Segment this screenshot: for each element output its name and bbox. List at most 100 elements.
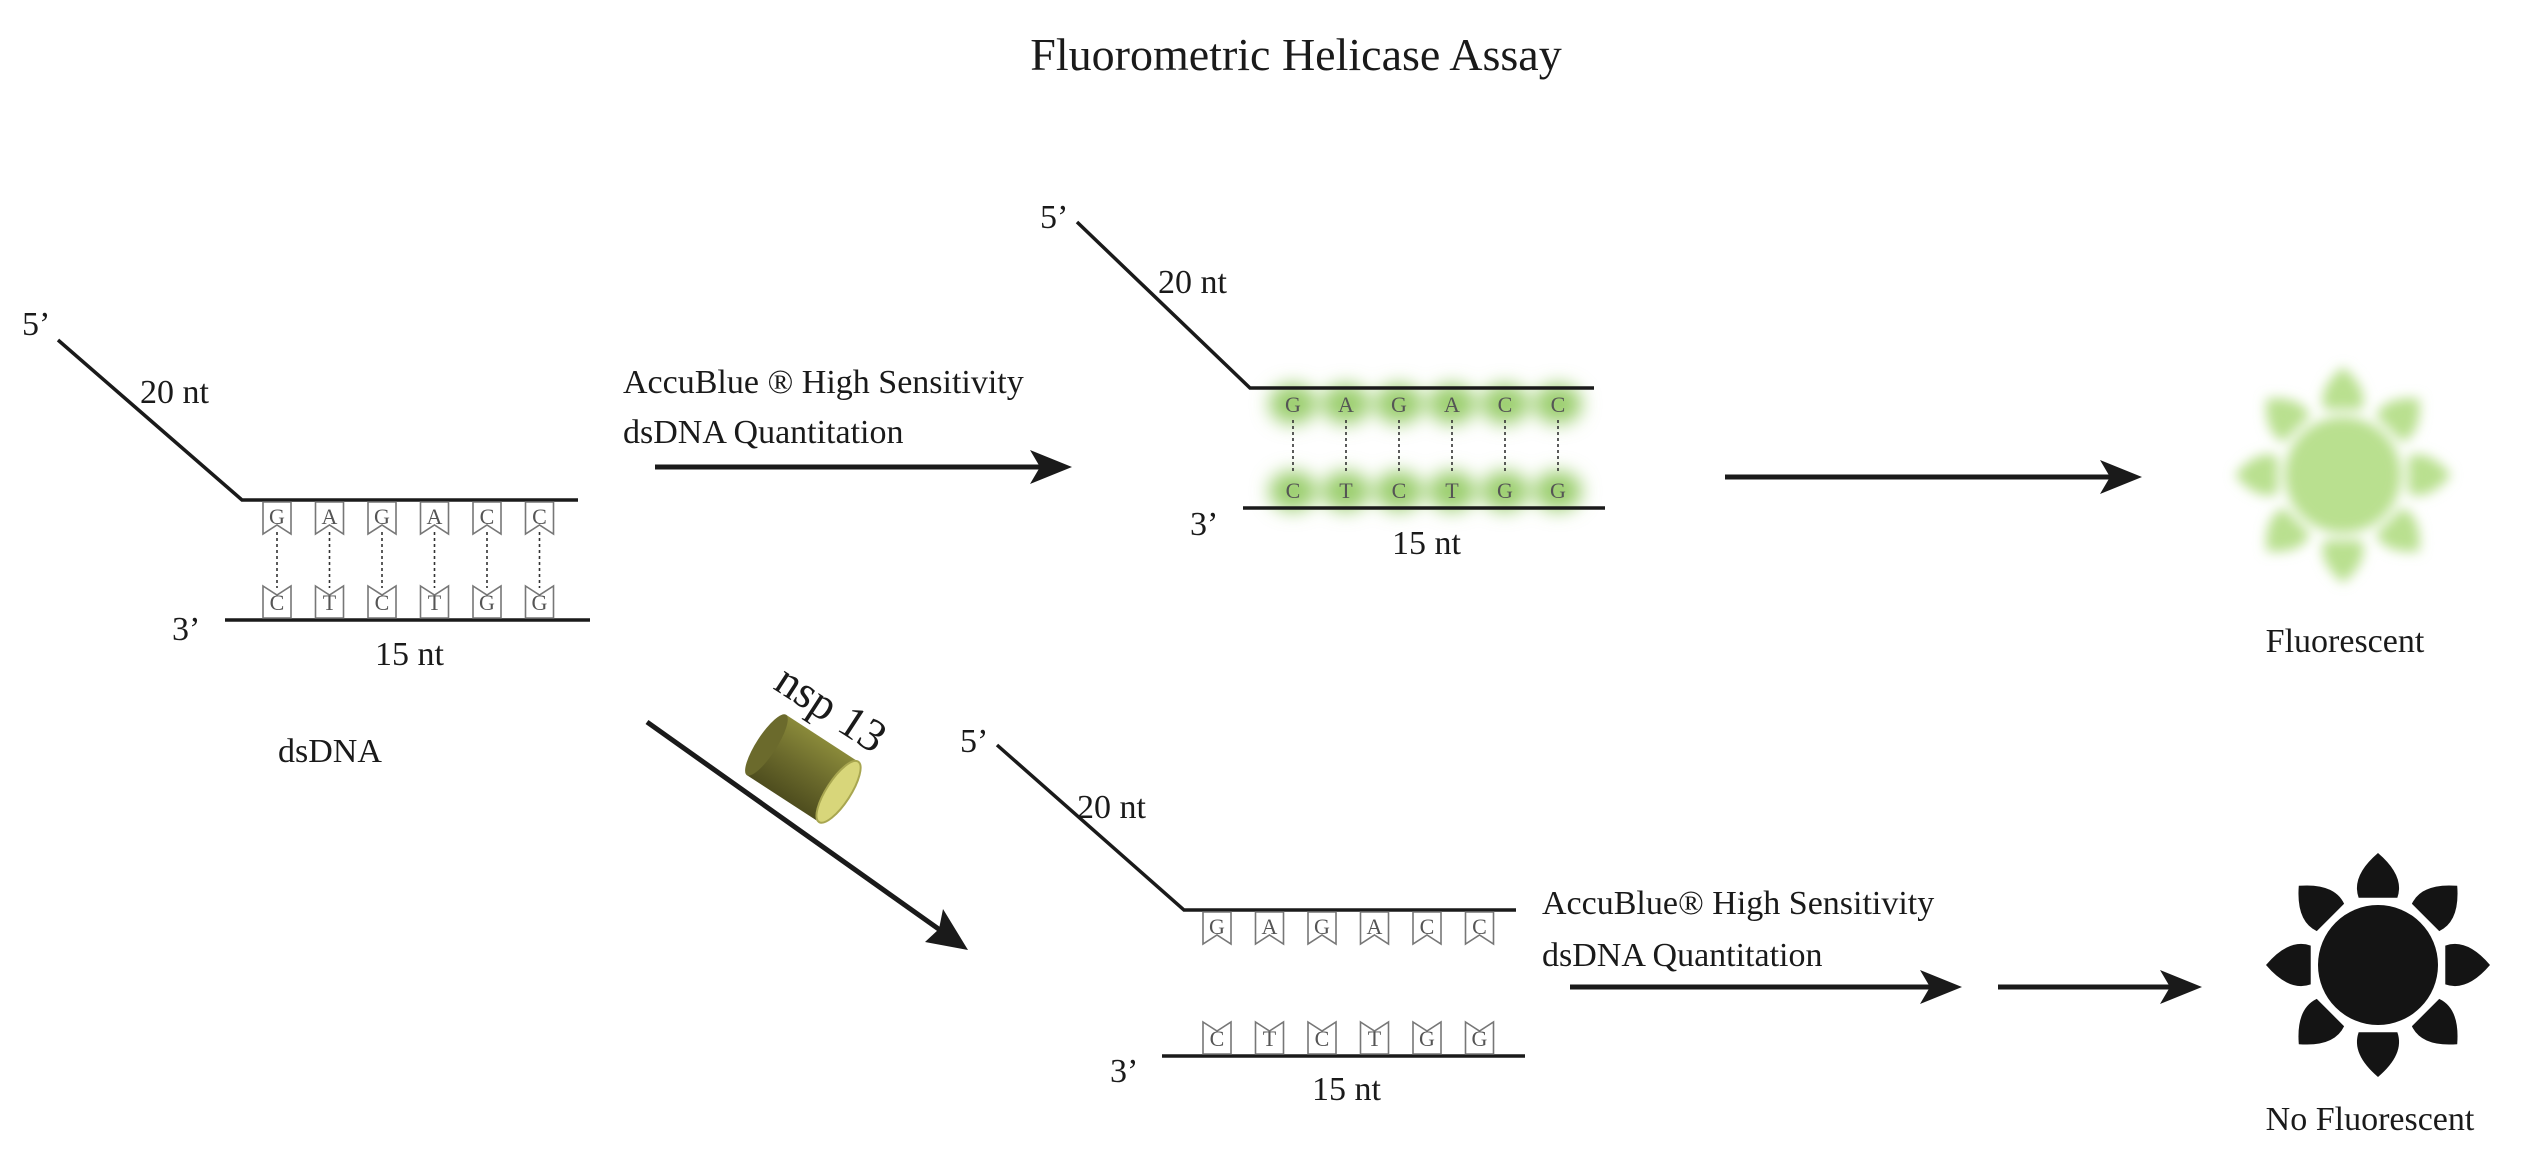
svg-text:G: G bbox=[269, 504, 285, 529]
figure-title: Fluorometric Helicase Assay bbox=[1030, 29, 1561, 80]
input-bottom-base-6: G bbox=[524, 584, 555, 619]
svg-text:A: A bbox=[427, 504, 443, 529]
input-base-pairs: G A G A C C C T C T G G bbox=[262, 501, 555, 619]
input-top-base-5: C bbox=[472, 501, 502, 536]
top-reagent-line1: AccuBlue ® High Sensitivity bbox=[623, 364, 1024, 401]
top-glow-top-6 bbox=[1534, 384, 1582, 424]
top-glow-top-2 bbox=[1322, 384, 1370, 424]
bottom-bottom-base-2: T bbox=[1254, 1020, 1285, 1055]
input-3prime-label: 3’ bbox=[172, 611, 200, 648]
bottom-top-strand bbox=[995, 743, 1516, 912]
bottom-duplex-label: 15 nt bbox=[1312, 1071, 1382, 1108]
input-bottom-base-1: C bbox=[262, 584, 292, 619]
svg-text:C: C bbox=[480, 504, 495, 529]
bottom-bottom-base-3: C bbox=[1307, 1020, 1337, 1055]
top-glow-top-1 bbox=[1269, 384, 1317, 424]
bright-sun-ray-7 bbox=[2235, 454, 2278, 496]
input-duplex-label: 15 nt bbox=[375, 636, 445, 673]
svg-text:G: G bbox=[1419, 1026, 1435, 1051]
bottom-top-base-2: A bbox=[1254, 911, 1285, 946]
input-top-base-3: G bbox=[367, 501, 397, 536]
top-glow-top-4 bbox=[1428, 384, 1476, 424]
top-bottom-base-2: T bbox=[1339, 478, 1353, 503]
svg-text:C: C bbox=[270, 590, 285, 615]
top-bottom-base-6: G bbox=[1550, 478, 1566, 503]
dye-glow bbox=[1269, 384, 1582, 511]
input-bottom-base-5: G bbox=[472, 584, 502, 619]
svg-text:T: T bbox=[428, 590, 442, 615]
top-top-base-2: A bbox=[1338, 392, 1354, 417]
svg-text:C: C bbox=[1210, 1026, 1225, 1051]
bottom-top-base-3: G bbox=[1307, 911, 1337, 946]
bottom-top-base-4: A bbox=[1359, 911, 1390, 946]
bright-sun-ray-1 bbox=[2322, 367, 2364, 410]
svg-text:A: A bbox=[1367, 914, 1383, 939]
bottom-bottom-base-4: T bbox=[1359, 1020, 1390, 1055]
svg-text:G: G bbox=[1209, 914, 1225, 939]
bright-sun-ray-6 bbox=[2266, 507, 2311, 552]
svg-text:T: T bbox=[1263, 1026, 1277, 1051]
svg-text:G: G bbox=[1472, 1026, 1488, 1051]
enzyme-cylinder-icon bbox=[745, 714, 862, 824]
bottom-reagent-line2: dsDNA Quantitation bbox=[1542, 937, 1822, 974]
top-top-base-3: G bbox=[1391, 392, 1407, 417]
top-top-base-6: C bbox=[1551, 392, 1566, 417]
input-top-base-4: A bbox=[419, 501, 450, 536]
svg-text:G: G bbox=[532, 590, 548, 615]
top-bottom-base-4: T bbox=[1445, 478, 1459, 503]
svg-text:T: T bbox=[1368, 1026, 1382, 1051]
input-dsdna-label: dsDNA bbox=[278, 733, 382, 770]
input-top-base-6: C bbox=[524, 501, 555, 536]
dark-sun-ray-5 bbox=[2356, 1032, 2400, 1077]
svg-text:A: A bbox=[322, 504, 338, 529]
top-bottom-base-5: G bbox=[1497, 478, 1513, 503]
arrow-to-top-panel bbox=[655, 450, 1072, 484]
arrow-bottom-2 bbox=[1998, 970, 2202, 1004]
bottom-top-base-5: C bbox=[1412, 911, 1442, 946]
top-5prime-label: 5’ bbox=[1040, 199, 1068, 236]
bright-sun-ray-2 bbox=[2375, 398, 2420, 443]
bright-sun-ray-5 bbox=[2322, 540, 2364, 583]
input-dsdna: G A G A C C C T C T G G 5’ 3’ 20 nt 15 nt dsDNA bbox=[22, 306, 590, 770]
top-glow-bottom-1 bbox=[1269, 471, 1317, 511]
bright-sun-ray-8 bbox=[2266, 398, 2311, 443]
input-top-base-2: A bbox=[314, 501, 345, 536]
dark-sun-ray-1 bbox=[2356, 853, 2400, 898]
input-overhang-label: 20 nt bbox=[140, 374, 210, 411]
bottom-bottom-base-5: G bbox=[1412, 1020, 1442, 1055]
svg-text:C: C bbox=[1315, 1026, 1330, 1051]
bottom-5prime-label: 5’ bbox=[960, 723, 988, 760]
top-glow-bottom-2 bbox=[1322, 471, 1370, 511]
dark-sun-ray-4 bbox=[2411, 998, 2458, 1045]
no-fluorescent-sun-icon bbox=[2266, 853, 2490, 1077]
bright-sun-ray-4 bbox=[2375, 507, 2420, 552]
input-bottom-base-2: T bbox=[314, 584, 345, 619]
top-bottom-base-3: C bbox=[1392, 478, 1407, 503]
top-glow-bottom-6 bbox=[1534, 471, 1582, 511]
dark-sun-ray-7 bbox=[2266, 943, 2311, 987]
dark-sun-core bbox=[2318, 905, 2438, 1025]
top-reagent-line2: dsDNA Quantitation bbox=[623, 414, 903, 451]
bottom-top-base-1: G bbox=[1202, 911, 1232, 946]
svg-text:C: C bbox=[375, 590, 390, 615]
fluorescent-sun-icon bbox=[2235, 367, 2451, 583]
bright-sun-ray-3 bbox=[2408, 454, 2451, 496]
fluorescent-label: Fluorescent bbox=[2266, 623, 2425, 660]
svg-text:C: C bbox=[1420, 914, 1435, 939]
bottom-reagent-line1: AccuBlue® High Sensitivity bbox=[1542, 885, 1934, 922]
arrow-bottom-1 bbox=[1570, 970, 1962, 1004]
top-glow-bottom-5 bbox=[1481, 471, 1529, 511]
dark-sun-ray-2 bbox=[2411, 885, 2458, 932]
input-5prime-label: 5’ bbox=[22, 306, 50, 343]
top-glow-bottom-4 bbox=[1428, 471, 1476, 511]
bottom-bottom-base-6: G bbox=[1464, 1020, 1495, 1055]
svg-text:C: C bbox=[1472, 914, 1487, 939]
dark-sun-ray-6 bbox=[2298, 998, 2345, 1045]
arrow-to-bottom-panel bbox=[645, 719, 968, 950]
top-top-strand bbox=[1075, 220, 1594, 390]
bottom-top-base-6: C bbox=[1464, 911, 1495, 946]
svg-text:A: A bbox=[1262, 914, 1278, 939]
